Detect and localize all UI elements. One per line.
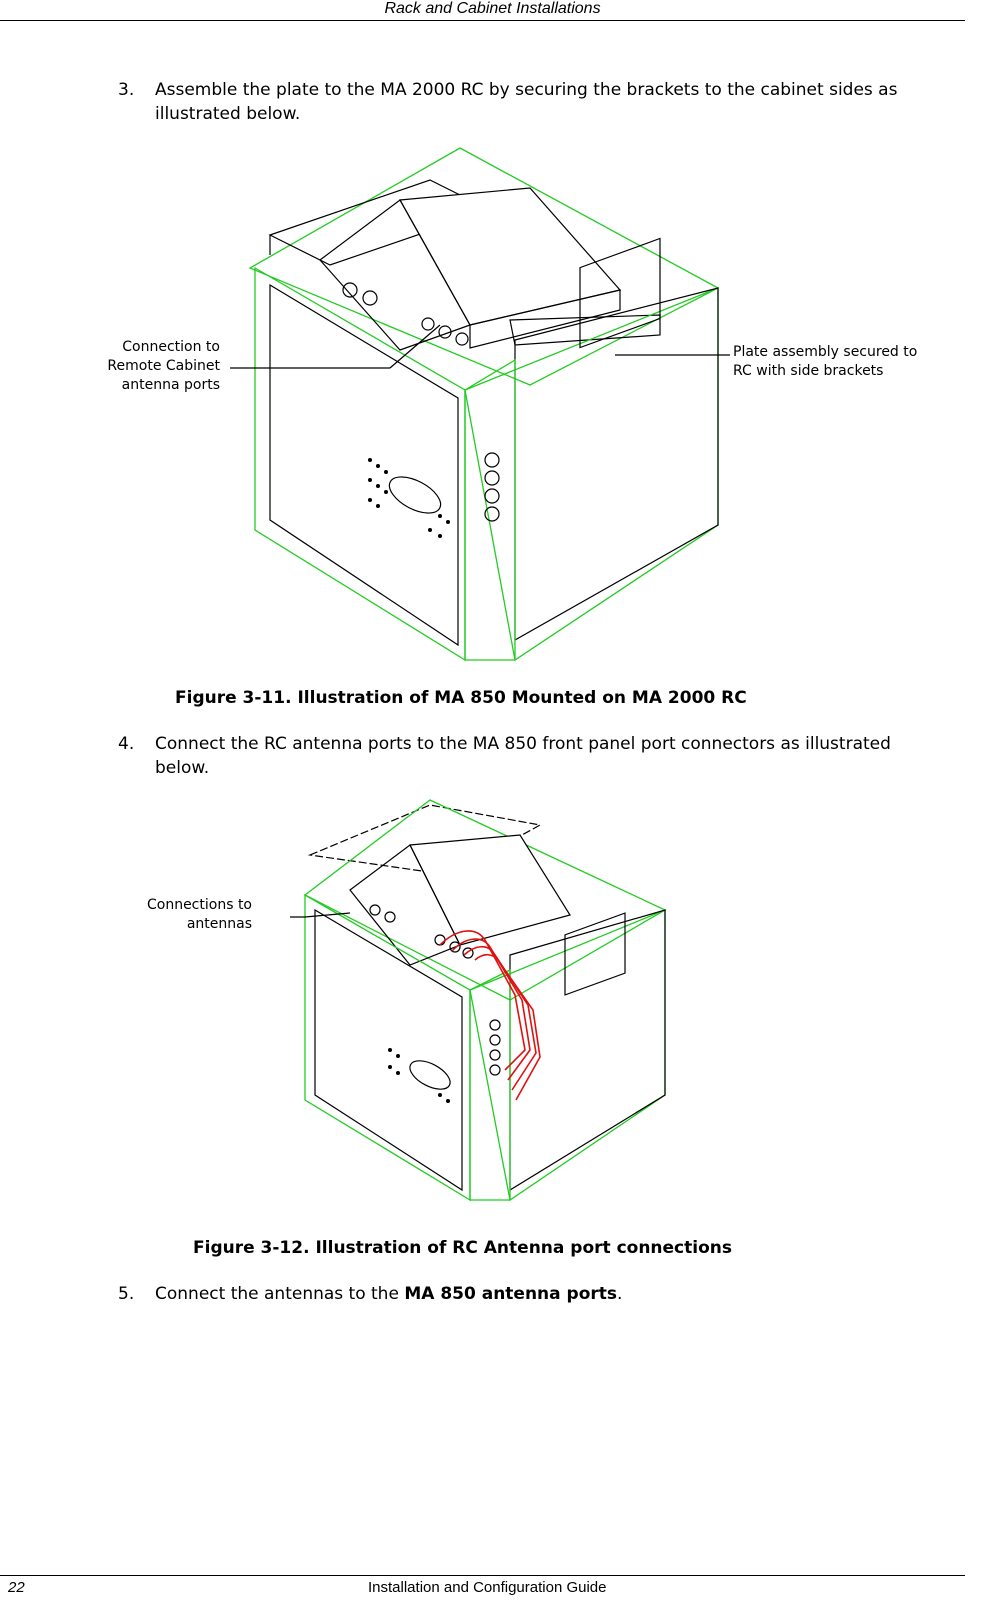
step-text-plain: Connect the antennas to the: [155, 1284, 405, 1304]
step-number: 3.: [118, 80, 135, 100]
header-rule: [0, 20, 965, 21]
callout-line: Connections to: [146, 897, 252, 913]
step-text: Connect the antennas to the MA 850 anten…: [155, 1282, 945, 1306]
figure-3-12-illustration: [290, 799, 667, 1202]
callout-plate-assembly: Plate assembly secured to RC with side b…: [733, 343, 963, 381]
footer-rule: [0, 1575, 965, 1576]
running-header: Rack and Cabinet Installations: [384, 0, 601, 17]
step-number: 5.: [118, 1284, 135, 1304]
page-number: 22: [8, 1579, 25, 1596]
callout-line: Plate assembly secured to: [733, 344, 918, 360]
step-number: 4.: [118, 734, 135, 754]
figure-3-11-illustration: [230, 147, 730, 662]
callout-connections-to-antennas: Connections to antennas: [110, 896, 252, 934]
callout-line: RC with side brackets: [733, 363, 884, 379]
callout-line: antennas: [186, 916, 252, 932]
step-text: Connect the RC antenna ports to the MA 8…: [155, 734, 891, 778]
callout-connection-to-rc: Connection to Remote Cabinet antenna por…: [80, 338, 220, 395]
figure-3-12-caption: Figure 3-12. Illustration of RC Antenna …: [193, 1238, 732, 1258]
callout-line: Remote Cabinet: [107, 358, 220, 374]
step-text: Assemble the plate to the MA 2000 RC by …: [155, 80, 898, 124]
step-text-end: .: [617, 1284, 623, 1304]
callout-line: antenna ports: [121, 377, 220, 393]
step-text-bold: MA 850 antenna ports: [404, 1284, 618, 1304]
callout-line: Connection to: [122, 339, 220, 355]
guide-title: Installation and Configuration Guide: [368, 1579, 607, 1596]
running-footer: 22 Installation and Configuration Guide: [0, 1579, 965, 1599]
figure-3-11-caption: Figure 3-11. Illustration of MA 850 Moun…: [175, 688, 747, 708]
